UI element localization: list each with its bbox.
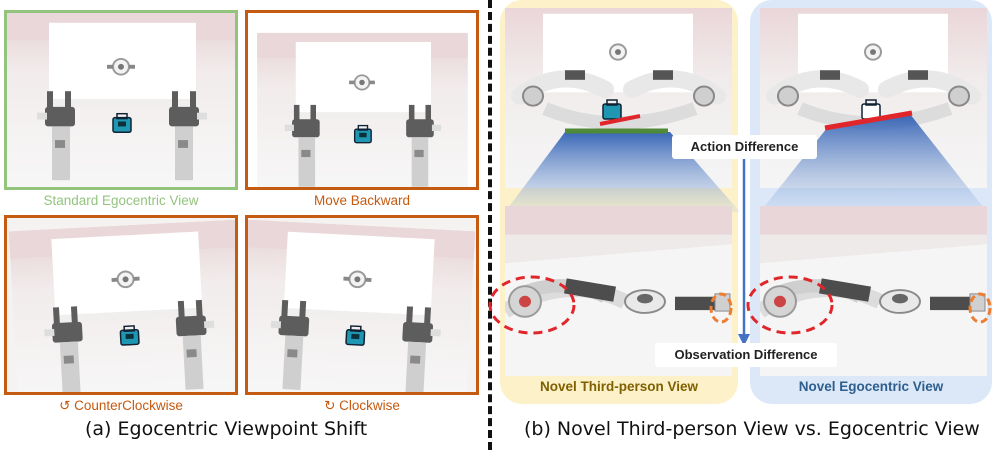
right-figure-title: (b) Novel Third-person View vs. Egocentr… [524,418,980,440]
panel-counterclockwise [4,215,238,395]
caption-move-backward: Move Backward [313,193,411,208]
orange-dashed-ellipse-right [968,292,992,324]
observation-difference-label: Observation Difference [655,343,837,367]
dashed-separator [488,0,492,450]
panel-move-backward [245,10,479,190]
panel-standard-egocentric [4,10,238,190]
difference-arrowhead [738,334,750,346]
panel-clockwise [245,215,479,395]
caption-counterclockwise: ↺ CounterClockwise [59,398,183,413]
red-dashed-ellipse-left [488,275,576,335]
novel-egocentric-label: Novel Egocentric View [798,379,944,394]
caption-standard-egocentric: Standard Egocentric View [43,193,199,208]
object-third-person [602,99,622,120]
red-dashed-ellipse-right [746,275,834,335]
orange-dashed-ellipse-left [709,292,733,324]
red-mark-third-person [599,114,641,126]
novel-third-person-label: Novel Third-person View [539,379,699,394]
action-difference-label: Action Difference [672,135,817,159]
view-cone-egocentric [760,114,987,212]
left-figure-title: (a) Egocentric Viewpoint Shift [85,418,368,440]
caption-clockwise: ↻ Clockwise [324,398,400,413]
red-mark-egocentric [824,110,913,131]
